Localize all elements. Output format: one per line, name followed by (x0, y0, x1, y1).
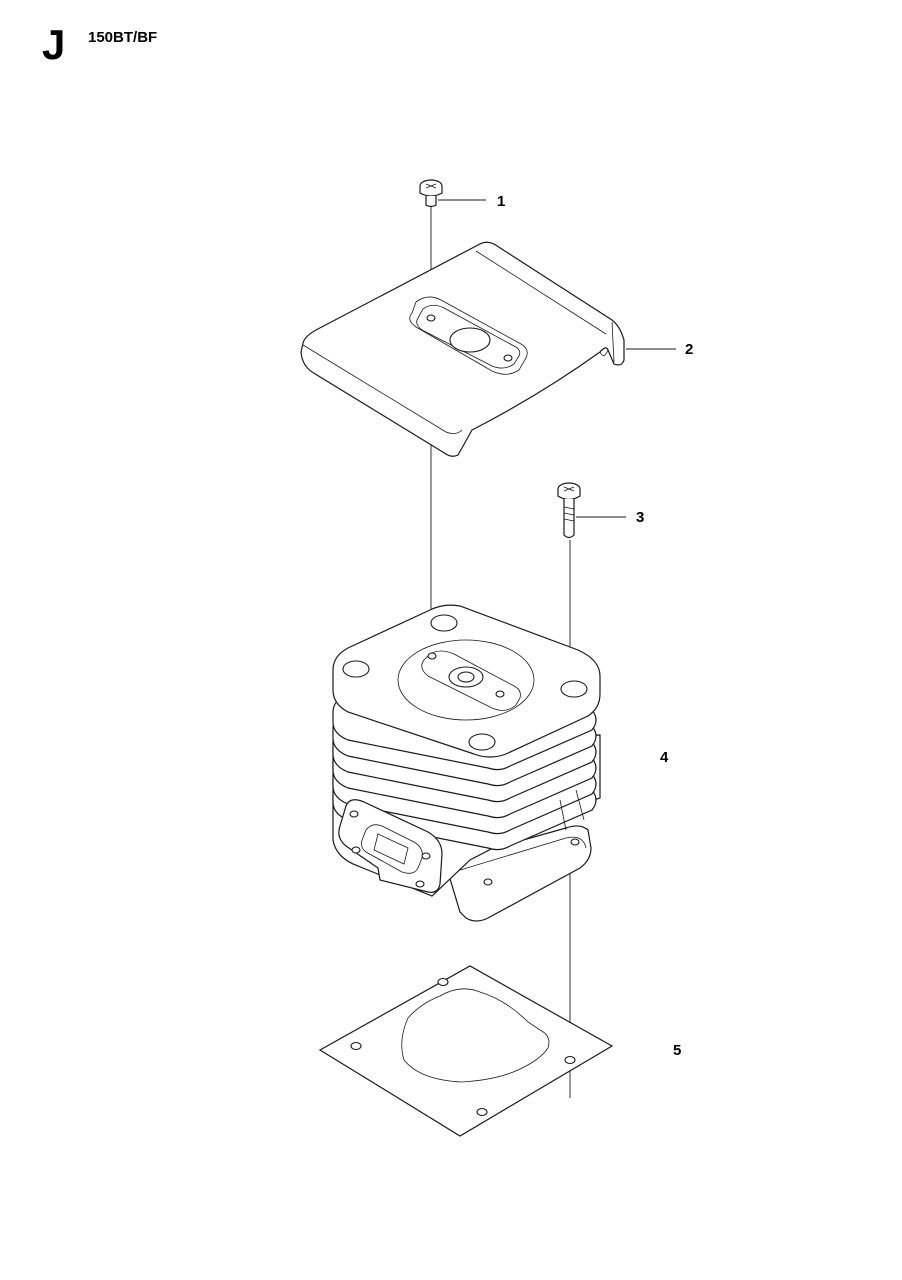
section-letter: J (42, 21, 66, 68)
screw-part-1 (419, 179, 443, 208)
callout-1: 1 (497, 193, 505, 210)
bolt-part-3 (557, 482, 581, 539)
cylinder-part-4 (332, 604, 601, 922)
gasket-part-5 (318, 965, 614, 1137)
callout-4: 4 (660, 749, 669, 766)
callout-2: 2 (685, 341, 693, 358)
heat-shield-part-2 (300, 241, 625, 457)
callout-5: 5 (673, 1042, 681, 1059)
callout-3: 3 (636, 509, 644, 526)
model-code: 150BT/BF (88, 29, 158, 46)
